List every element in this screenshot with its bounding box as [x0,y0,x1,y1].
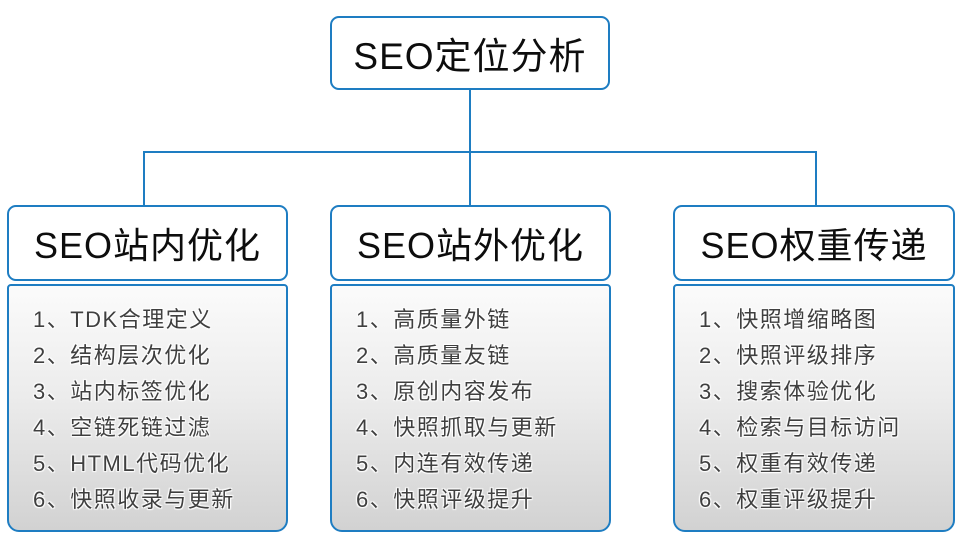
panel-header-weight: SEO权重传递 [673,205,955,281]
list-item: 3、站内标签优化 [33,379,212,404]
panel-title: SEO权重传递 [700,225,928,266]
list-item: 2、高质量友链 [356,343,511,368]
connector-drop-right [815,151,817,205]
list-item: 2、结构层次优化 [33,343,212,368]
list-item: 5、权重有效传递 [699,451,878,476]
list-item: 4、检索与目标访问 [699,415,901,440]
list-item: 3、原创内容发布 [356,379,535,404]
connector-drop-left [143,151,145,205]
list-item: 1、高质量外链 [356,307,511,332]
list-item: 3、搜索体验优化 [699,379,878,404]
root-node-label: SEO定位分析 [353,36,587,77]
panel-title: SEO站内优化 [33,225,262,266]
list-item: 5、内连有效传递 [356,451,535,476]
panel-list-offsite: 1、高质量外链 2、高质量友链 3、原创内容发布 4、快照抓取与更新 5、内连有… [330,284,611,532]
list-item: 6、权重评级提升 [699,487,878,512]
connector-root-stem [469,90,471,152]
list-item: 5、HTML代码优化 [33,451,231,476]
list-item: 4、快照抓取与更新 [356,415,558,440]
connector-horizontal [143,151,817,153]
panel-list-onsite: 1、TDK合理定义 2、结构层次优化 3、站内标签优化 4、空链死链过滤 5、H… [7,284,288,532]
list-item: 2、快照评级排序 [699,343,878,368]
panel-title: SEO站外优化 [356,225,585,266]
panel-header-onsite: SEO站内优化 [7,205,288,281]
root-node: SEO定位分析 [330,16,610,90]
list-item: 1、快照增缩略图 [699,307,878,332]
list-item: 1、TDK合理定义 [33,307,213,332]
list-item: 6、快照评级提升 [356,487,535,512]
panel-list-weight: 1、快照增缩略图 2、快照评级排序 3、搜索体验优化 4、检索与目标访问 5、权… [673,284,955,532]
list-item: 4、空链死链过滤 [33,415,212,440]
panel-header-offsite: SEO站外优化 [330,205,611,281]
list-item: 6、快照收录与更新 [33,487,235,512]
connector-drop-center [469,151,471,205]
